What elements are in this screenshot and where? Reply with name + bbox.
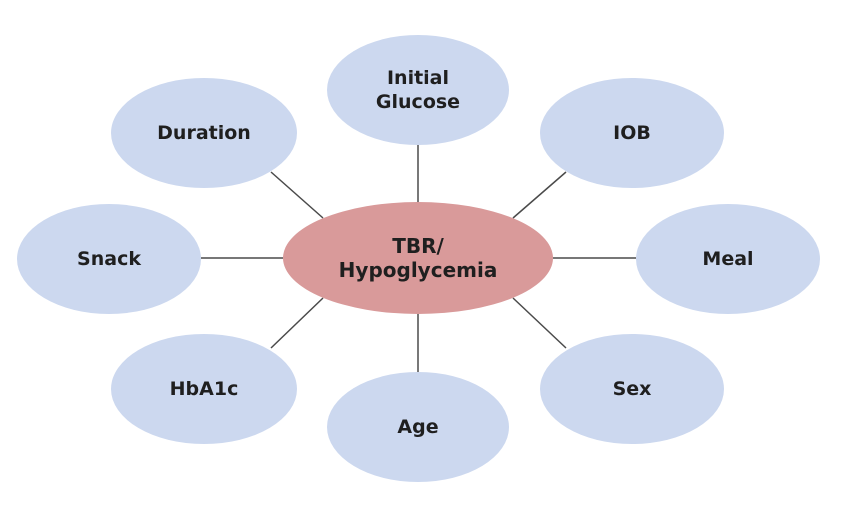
factor-label-duration: Duration — [157, 122, 251, 144]
factor-node-iob: IOB — [540, 78, 724, 188]
factor-label-sex: Sex — [612, 378, 652, 400]
center-node-label: TBR/ Hypoglycemia — [338, 234, 498, 282]
factor-node-meal: Meal — [636, 204, 820, 314]
connector-sex — [512, 297, 567, 349]
factor-node-snack: Snack — [17, 204, 201, 314]
connector-duration — [270, 171, 324, 219]
factor-label-age: Age — [397, 416, 439, 438]
factor-label-snack: Snack — [77, 248, 141, 270]
factor-label-initial-glucose: Initial Glucose — [375, 67, 461, 113]
factor-node-initial-glucose: Initial Glucose — [327, 35, 509, 145]
factor-node-duration: Duration — [111, 78, 297, 188]
connector-iob — [512, 171, 567, 219]
factor-label-meal: Meal — [702, 248, 754, 270]
factor-node-age: Age — [327, 372, 509, 482]
factor-node-hba1c: HbA1c — [111, 334, 297, 444]
center-node-tbr-hypoglycemia: TBR/ Hypoglycemia — [283, 202, 553, 314]
factor-label-iob: IOB — [613, 122, 651, 144]
factor-label-hba1c: HbA1c — [169, 378, 239, 400]
factor-node-sex: Sex — [540, 334, 724, 444]
connector-hba1c — [270, 297, 324, 349]
